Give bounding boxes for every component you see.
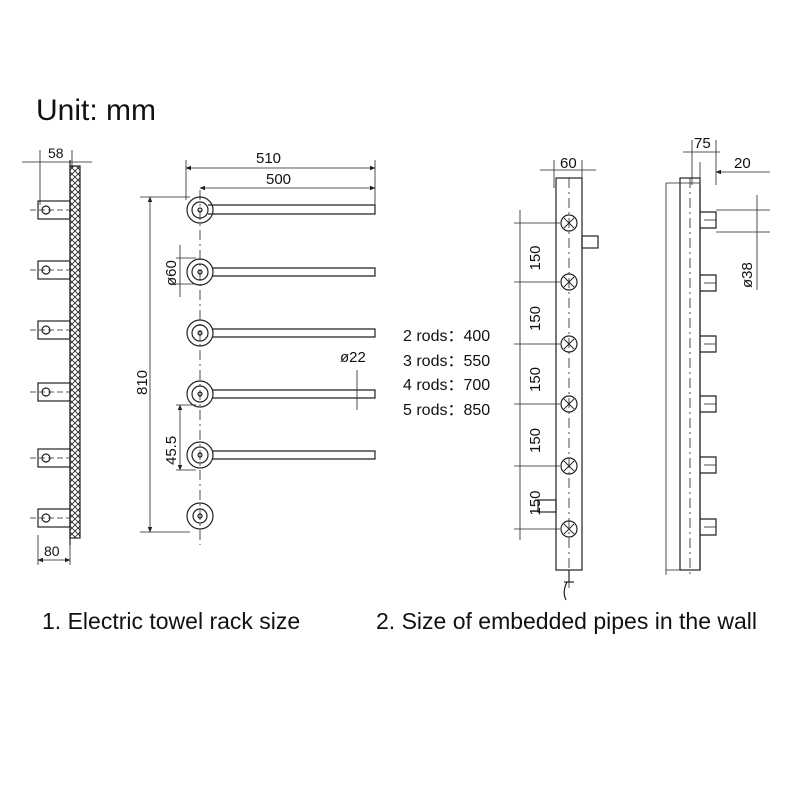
dim-offset: 45.5 — [163, 436, 180, 465]
dim-rod-diameter: ø22 — [340, 349, 366, 366]
towel-rod — [186, 319, 376, 347]
side-bracket — [30, 260, 71, 280]
caption-rack-size: 1. Electric towel rack size — [42, 608, 301, 634]
side-bracket — [30, 382, 71, 402]
pipe-joint — [560, 214, 578, 232]
side-lug — [700, 518, 717, 536]
dim-pipe-spacing: 150 — [527, 428, 544, 453]
pipe-side-view — [665, 140, 770, 575]
side-view — [22, 150, 92, 565]
pipe-joint — [560, 457, 578, 475]
dim-pipe-spacing: 150 — [527, 245, 544, 270]
side-lug — [700, 456, 717, 474]
pipe-joint — [560, 395, 578, 413]
rod-length-item: 5 rods：850 — [403, 401, 491, 419]
side-bracket — [30, 320, 71, 340]
dim-wall-depth: 75 — [694, 135, 711, 152]
side-bracket — [30, 508, 71, 528]
dim-side-bottom: 80 — [44, 543, 60, 559]
rod-length-list: 2 rods：400 3 rods：550 4 rods：700 5 rods：… — [403, 325, 490, 423]
dim-pipe-width: 60 — [560, 155, 577, 172]
towel-rod — [186, 441, 376, 469]
dim-overall-width: 510 — [256, 150, 281, 167]
side-lug — [700, 335, 717, 353]
pipe-joint — [560, 520, 578, 538]
caption-embedded-pipes: 2. Size of embedded pipes in the wall — [376, 608, 758, 634]
pipe-joint — [560, 273, 578, 291]
towel-rod — [186, 258, 376, 286]
towel-rod — [186, 196, 376, 224]
rod-length-item: 4 rods：700 — [403, 377, 491, 394]
dim-height: 810 — [134, 370, 151, 395]
side-lug — [700, 395, 717, 413]
dim-pipe-diameter: ø38 — [739, 262, 756, 288]
pipe-front-view — [514, 160, 599, 601]
side-bracket — [30, 448, 71, 468]
dim-wall-inner: 20 — [734, 155, 751, 172]
rod-length-item: 3 rods：550 — [403, 352, 491, 370]
unit-label: Unit: mm — [36, 94, 156, 127]
front-view — [140, 160, 376, 545]
dim-hub-diameter: ø60 — [163, 260, 180, 286]
dim-side-top: 58 — [48, 145, 64, 161]
wall-hatch — [69, 165, 81, 539]
dim-pipe-spacing: 150 — [527, 367, 544, 392]
rod-length-item: 2 rods：400 — [403, 328, 491, 345]
rack-base — [186, 502, 214, 530]
side-lug — [700, 211, 717, 229]
towel-rod — [186, 380, 376, 408]
dim-pipe-spacing: 150 — [527, 306, 544, 331]
dim-pipe-spacing: 150 — [527, 490, 544, 515]
pipe-joint — [560, 335, 578, 353]
side-bracket — [30, 200, 71, 220]
dim-rod-length: 500 — [266, 171, 291, 188]
side-lug — [700, 274, 717, 292]
